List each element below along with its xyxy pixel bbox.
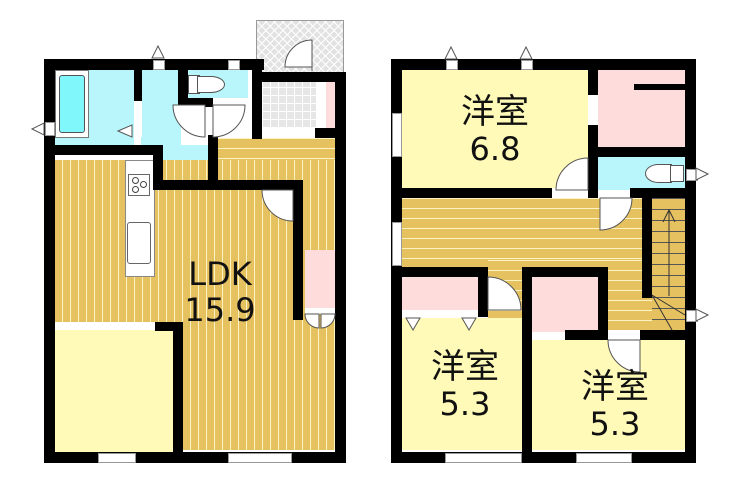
wall — [598, 147, 685, 157]
wic-opening — [588, 95, 598, 125]
vent-arrow-icon — [444, 45, 458, 60]
wall — [565, 330, 608, 340]
wall — [685, 59, 696, 463]
vent-arrow-icon — [30, 122, 45, 136]
closet-door-icon — [304, 313, 336, 329]
door-swing-icon — [607, 339, 641, 373]
wall — [252, 59, 262, 139]
wall — [391, 267, 488, 277]
wall — [293, 188, 303, 320]
toilet-bowl-icon — [197, 76, 225, 93]
wall — [588, 125, 598, 198]
walk-in-closet — [598, 70, 685, 147]
closet-1 — [305, 250, 335, 308]
wall — [44, 59, 55, 463]
wall — [173, 322, 183, 453]
room-area: 5.3 — [439, 385, 491, 423]
entrance-genkan — [262, 82, 316, 128]
western-room-5-3-right-label: 洋室 5.3 — [560, 370, 670, 440]
wall — [335, 72, 346, 463]
vent-arrow-icon — [695, 167, 710, 181]
door-swing-icon — [212, 104, 246, 138]
wall — [598, 267, 608, 340]
window — [45, 122, 55, 136]
vent-arrow-icon — [116, 124, 133, 138]
window — [521, 60, 533, 70]
wall — [134, 59, 142, 101]
window — [445, 453, 522, 463]
wall — [402, 188, 552, 198]
vent-arrow-icon — [519, 45, 533, 60]
door-swing-icon — [555, 157, 589, 191]
closet-3 — [532, 277, 599, 332]
toilet-bowl-icon — [645, 164, 672, 183]
wall — [153, 180, 303, 190]
wall — [155, 322, 183, 331]
closet-1-doors — [305, 308, 335, 314]
room-japanese-doors — [55, 322, 155, 330]
window — [446, 60, 458, 70]
wall — [642, 198, 652, 298]
wall — [55, 145, 163, 155]
door-swing-icon — [261, 189, 294, 222]
wall — [315, 128, 346, 138]
kitchen-sink-icon — [127, 222, 151, 264]
western-room-5-3-right — [532, 340, 685, 450]
door-opening — [134, 101, 142, 137]
closet-2-doors — [402, 310, 488, 318]
toilet-tank-icon — [670, 165, 684, 182]
western-room-5-3-left — [402, 318, 522, 450]
wall — [178, 98, 213, 107]
ldk-label: LDK 15.9 — [175, 258, 265, 326]
room-japanese — [55, 330, 173, 452]
western-room-6-8 — [402, 70, 588, 188]
wall — [522, 267, 532, 457]
closet-door-icon — [405, 317, 477, 331]
wall — [522, 267, 608, 277]
wall — [630, 188, 696, 198]
window — [98, 453, 136, 463]
window — [153, 60, 165, 70]
closet-shelf — [634, 84, 685, 90]
window — [228, 60, 240, 70]
wall — [391, 452, 696, 463]
wall — [153, 145, 163, 190]
wall — [391, 59, 696, 70]
wall — [178, 59, 188, 109]
door-swing-icon — [172, 104, 206, 138]
ldk-area: 15.9 — [184, 291, 256, 329]
wall — [252, 72, 346, 82]
vent-arrow-icon — [695, 308, 710, 322]
wall — [44, 452, 346, 463]
ldk-name: LDK — [188, 255, 252, 293]
window — [228, 453, 292, 463]
room-area: 6.8 — [469, 130, 521, 168]
wall — [640, 330, 696, 340]
room-name: 洋室 — [461, 92, 529, 132]
wall — [588, 59, 598, 95]
window — [392, 222, 402, 266]
western-room-6-8-label: 洋室 6.8 — [440, 95, 550, 165]
shoe-box-inner — [326, 82, 336, 128]
window — [576, 453, 632, 463]
room-name: 洋室 — [581, 367, 649, 407]
vent-arrow-icon — [151, 44, 165, 59]
door-swing-icon — [487, 276, 522, 311]
closet-3-opening — [532, 332, 562, 340]
wall — [208, 135, 218, 190]
closet-2 — [402, 277, 478, 310]
stairs-up-arrow-icon — [662, 208, 676, 296]
stove-icon — [128, 174, 150, 196]
bathtub-basin-icon — [59, 75, 85, 133]
wall — [478, 267, 488, 317]
western-room-5-3-left-label: 洋室 5.3 — [410, 350, 520, 420]
window — [392, 113, 402, 157]
room-area: 5.3 — [589, 405, 641, 443]
stairs-landing-lines — [651, 294, 686, 331]
door-swing-icon — [599, 197, 633, 231]
room-name: 洋室 — [431, 347, 499, 387]
door-swing-icon — [284, 39, 313, 71]
shoe-box — [316, 82, 326, 128]
